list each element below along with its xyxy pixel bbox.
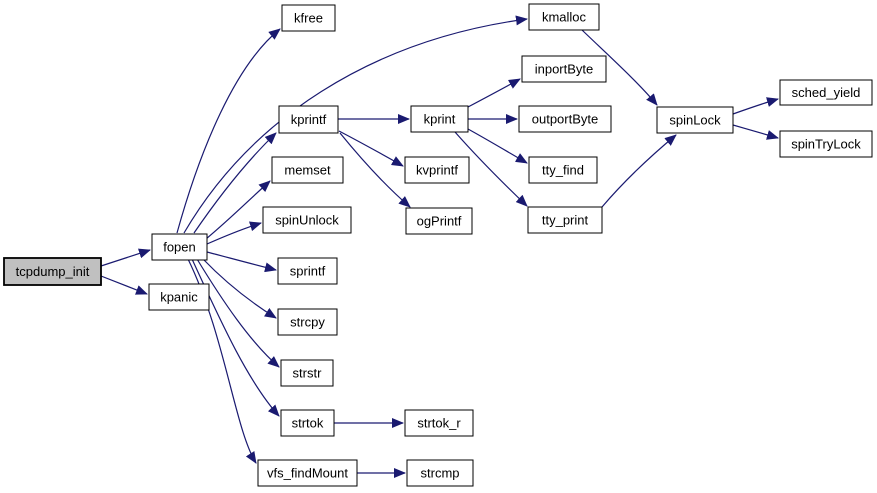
node-strstr[interactable]: strstr: [280, 359, 334, 387]
node-ogPrintf[interactable]: ogPrintf: [405, 207, 473, 235]
node-kpanic[interactable]: kpanic: [148, 283, 210, 311]
node-label-tty_find: tty_find: [542, 163, 584, 178]
node-label-kmalloc: kmalloc: [542, 10, 587, 25]
edge-fopen-strtok: [191, 258, 280, 417]
node-label-strtok: strtok: [292, 416, 324, 431]
node-label-sprintf: sprintf: [290, 264, 326, 279]
node-box-ogPrintf: [405, 207, 473, 235]
edge-fopen-memset: [205, 180, 271, 240]
node-label-fopen: fopen: [163, 240, 196, 255]
node-box-strcmp: [406, 459, 474, 487]
node-kprint[interactable]: kprint: [410, 105, 469, 133]
node-box-fopen: [151, 233, 208, 261]
node-label-spinLock: spinLock: [669, 113, 721, 128]
edge-fopen-kmalloc: [183, 15, 528, 234]
node-tty_find[interactable]: tty_find: [528, 156, 598, 184]
node-label-kprint: kprint: [424, 112, 456, 127]
node-vfs_findMount[interactable]: vfs_findMount: [257, 459, 358, 487]
node-label-inportByte: inportByte: [535, 62, 594, 77]
node-tty_print[interactable]: tty_print: [527, 206, 603, 234]
node-box-inportByte: [521, 55, 607, 83]
node-fopen[interactable]: fopen: [151, 233, 208, 261]
node-box-sched_yield: [779, 79, 873, 106]
node-spinTryLock[interactable]: spinTryLock: [779, 130, 873, 158]
node-label-memset: memset: [284, 163, 331, 178]
node-box-kpanic: [148, 283, 210, 311]
node-box-spinTryLock: [779, 130, 873, 158]
edge-tcpdump_init-fopen: [100, 248, 151, 267]
node-kfree[interactable]: kfree: [281, 4, 336, 32]
node-box-spinLock: [656, 106, 734, 134]
edge-kprintf-kvprintf: [338, 130, 404, 167]
node-label-outportByte: outportByte: [532, 112, 599, 127]
node-box-kprintf: [278, 105, 339, 134]
node-label-vfs_findMount: vfs_findMount: [267, 466, 348, 481]
node-box-memset: [271, 156, 344, 184]
node-box-tty_print: [527, 206, 603, 234]
node-sched_yield[interactable]: sched_yield: [779, 79, 873, 106]
node-box-tcpdump_init: [3, 257, 102, 286]
node-box-kmalloc: [528, 3, 600, 31]
edge-spinLock-sched_yield: [732, 97, 779, 115]
node-label-strcpy: strcpy: [290, 315, 325, 330]
edge-fopen-kprintf: [193, 132, 277, 234]
node-box-strtok: [280, 409, 335, 437]
node-box-kvprintf: [404, 156, 470, 184]
node-tcpdump_init[interactable]: tcpdump_init: [3, 257, 102, 286]
edge-kprintf-ogPrintf: [339, 132, 411, 208]
node-label-kvprintf: kvprintf: [416, 163, 458, 178]
node-box-spinUnlock: [262, 206, 352, 234]
node-label-spinUnlock: spinUnlock: [275, 213, 339, 228]
edge-kprint-inportByte: [467, 78, 521, 108]
node-box-strstr: [280, 359, 334, 387]
node-box-strcpy: [277, 308, 338, 336]
node-box-sprintf: [277, 257, 338, 285]
edge-tty_print-spinLock: [601, 134, 677, 208]
edge-fopen-sprintf: [206, 251, 277, 273]
node-label-tty_print: tty_print: [542, 213, 589, 228]
node-box-strtok_r: [404, 409, 474, 437]
edge-kmalloc-spinLock: [581, 29, 658, 106]
edge-fopen-kfree: [176, 28, 281, 234]
node-label-tcpdump_init: tcpdump_init: [16, 264, 90, 279]
node-box-vfs_findMount: [257, 459, 358, 487]
node-kvprintf[interactable]: kvprintf: [404, 156, 470, 184]
edge-kprint-tty_find: [467, 128, 528, 164]
node-sprintf[interactable]: sprintf: [277, 257, 338, 285]
node-strtok[interactable]: strtok: [280, 409, 335, 437]
node-box-kprint: [410, 105, 469, 133]
node-label-strcmp: strcmp: [421, 466, 460, 481]
node-inportByte[interactable]: inportByte: [521, 55, 607, 83]
node-box-kfree: [281, 4, 336, 32]
node-strcmp[interactable]: strcmp: [406, 459, 474, 487]
node-label-ogPrintf: ogPrintf: [417, 214, 462, 229]
edge-kprint-tty_print: [454, 131, 528, 207]
node-label-kfree: kfree: [294, 11, 323, 26]
node-outportByte[interactable]: outportByte: [518, 105, 612, 133]
node-label-strtok_r: strtok_r: [417, 416, 461, 431]
node-kprintf[interactable]: kprintf: [278, 105, 339, 134]
node-label-kpanic: kpanic: [160, 290, 198, 305]
node-box-outportByte: [518, 105, 612, 133]
node-label-spinTryLock: spinTryLock: [791, 137, 861, 152]
edge-fopen-spinUnlock: [206, 221, 262, 245]
node-strtok_r[interactable]: strtok_r: [404, 409, 474, 437]
node-label-kprintf: kprintf: [291, 112, 327, 127]
node-label-strstr: strstr: [293, 366, 323, 381]
edge-spinLock-spinTryLock: [732, 124, 779, 140]
node-label-sched_yield: sched_yield: [792, 85, 861, 100]
edge-tcpdump_init-kpanic: [100, 275, 148, 295]
node-spinUnlock[interactable]: spinUnlock: [262, 206, 352, 234]
edge-fopen-strcpy: [202, 258, 277, 319]
edge-fopen-strstr: [196, 258, 280, 368]
node-strcpy[interactable]: strcpy: [277, 308, 338, 336]
node-kmalloc[interactable]: kmalloc: [528, 3, 600, 31]
node-box-tty_find: [528, 156, 598, 184]
node-spinLock[interactable]: spinLock: [656, 106, 734, 134]
node-memset[interactable]: memset: [271, 156, 344, 184]
